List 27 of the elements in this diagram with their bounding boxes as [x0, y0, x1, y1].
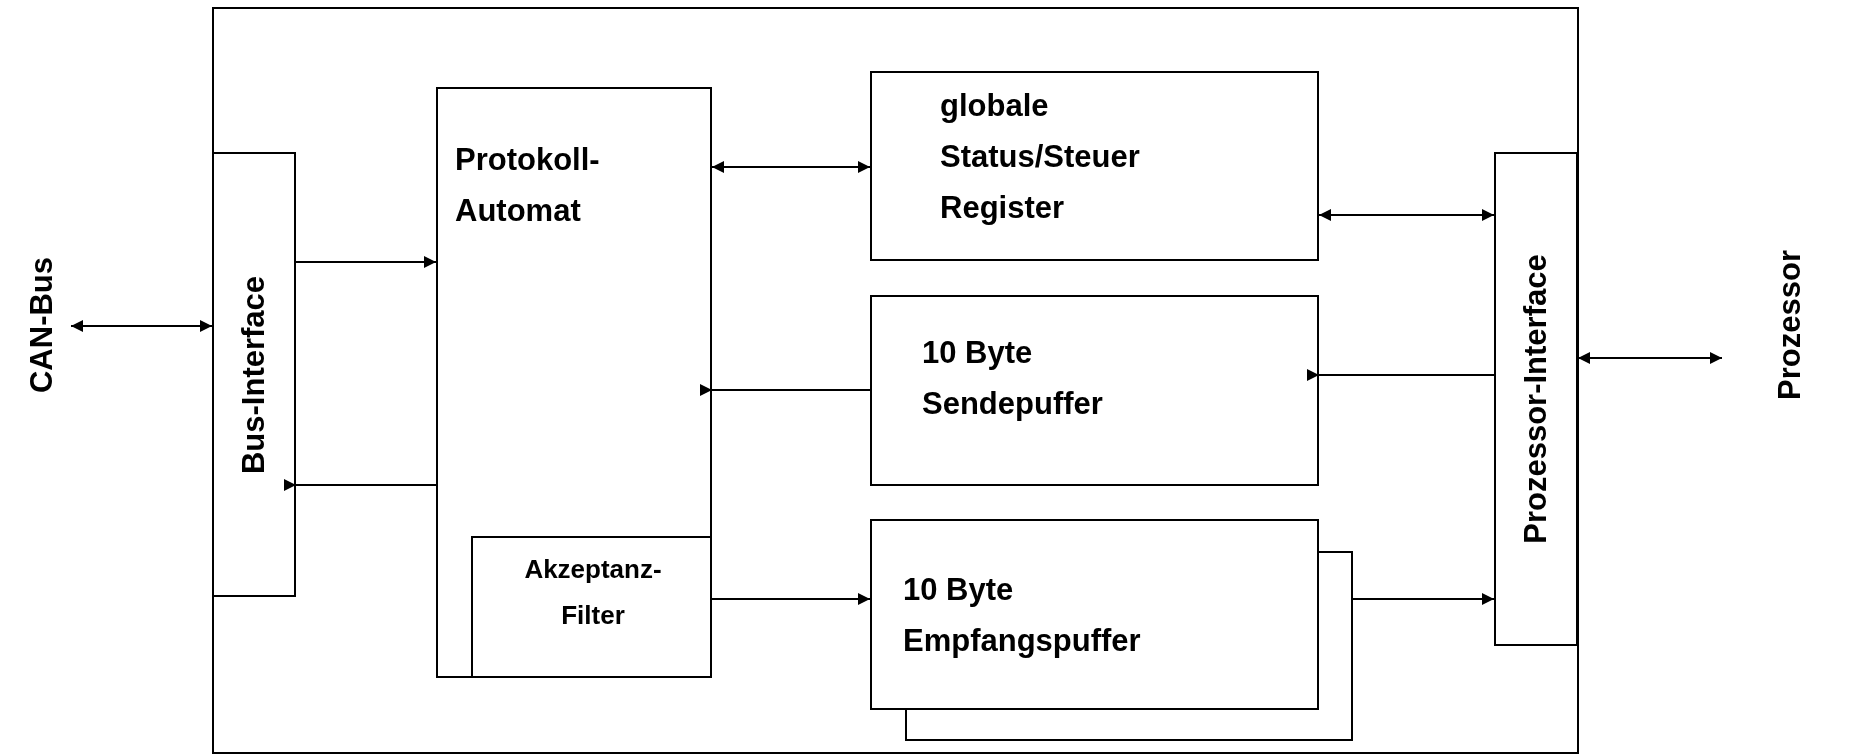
block-box: [870, 71, 1319, 261]
block-label: Protokoll- Automat: [455, 141, 601, 230]
arrow: [700, 384, 871, 396]
interface-box: [1494, 152, 1578, 646]
block-label: Bus-Interface: [236, 275, 272, 474]
block-box: [436, 87, 712, 678]
block-label: globale Status/Steuer Register: [940, 87, 1141, 227]
arrow: [1307, 369, 1495, 381]
arrow: [711, 593, 871, 605]
external-label: Prozessor: [1772, 250, 1808, 400]
block-label: Prozessor-Interface: [1518, 254, 1554, 544]
arrow: [711, 161, 871, 173]
arrow: [1577, 352, 1723, 364]
interface-box: [212, 152, 296, 597]
module-frame: [212, 7, 1579, 754]
block-box: [870, 295, 1319, 486]
arrow: [1318, 209, 1495, 221]
block-label: Akzeptanz- Filter: [523, 553, 663, 632]
arrow: [1352, 593, 1495, 605]
arrow: [284, 479, 437, 491]
arrow: [295, 256, 437, 268]
external-label: CAN-Bus: [24, 256, 60, 394]
arrow: [70, 320, 213, 332]
block-label: 10 Byte Empfangspuffer: [903, 571, 1142, 660]
block-label: 10 Byte Sendepuffer: [922, 334, 1104, 423]
block-box: [471, 536, 712, 678]
stacked-buffer-box: [870, 519, 1353, 741]
